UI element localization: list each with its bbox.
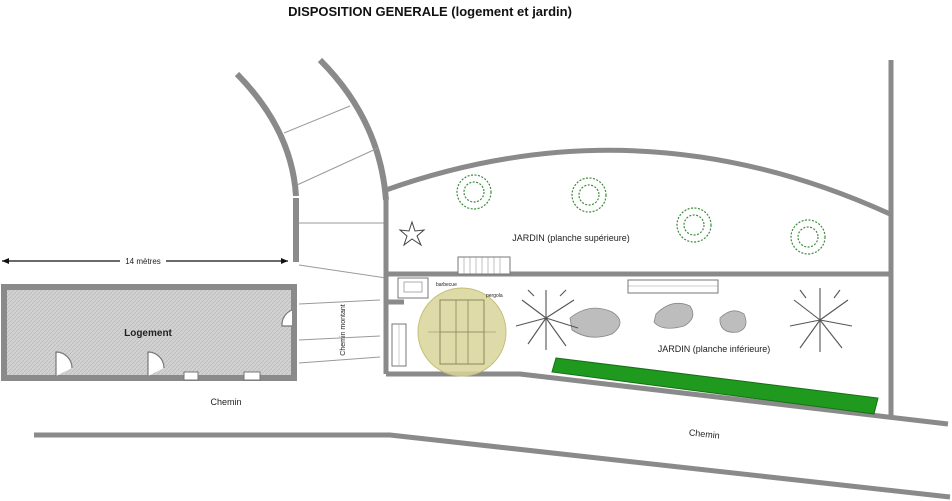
tree-lower-left <box>515 289 579 350</box>
logement-building[interactable] <box>1 284 297 381</box>
barbecue[interactable] <box>397 277 429 299</box>
tree-lower-right <box>789 288 853 352</box>
dimension-label-bg <box>120 254 166 266</box>
pergola-label: pergola <box>486 293 503 299</box>
barbecue-label: barbecue <box>436 282 457 288</box>
upper-bench <box>457 256 511 275</box>
tree-upper-4 <box>790 219 826 255</box>
plant-star <box>398 220 426 247</box>
jardin-superieur-label: JARDIN (planche supérieure) <box>512 233 630 243</box>
chemin-label-right: Chemin <box>688 427 720 440</box>
pergola[interactable] <box>417 287 507 377</box>
window-1 <box>183 371 199 381</box>
chemin-label-left: Chemin <box>210 397 241 407</box>
plan-title: DISPOSITION GENERALE (logement et jardin… <box>288 4 572 19</box>
chemin-montant-label: Chemin montant <box>340 304 347 355</box>
road <box>34 432 951 500</box>
lower-bench <box>627 279 719 294</box>
door-swing-3 <box>281 309 293 327</box>
door-swing-2 <box>147 351 165 376</box>
jardin-inferieur-label: JARDIN (planche inférieure) <box>658 344 771 354</box>
garden-walls <box>383 60 949 427</box>
stepping-stones <box>569 302 747 338</box>
hedge <box>551 357 879 415</box>
curved-walls <box>234 57 389 262</box>
path-cross-lines <box>283 105 387 364</box>
door-swing-1 <box>55 351 73 376</box>
window-2 <box>243 371 261 381</box>
logement-label: Logement <box>124 328 172 339</box>
tree-upper-1 <box>456 174 492 210</box>
tree-upper-2 <box>571 177 607 213</box>
tree-upper-3 <box>676 207 712 243</box>
dimension-label: 14 mètres <box>125 257 161 266</box>
